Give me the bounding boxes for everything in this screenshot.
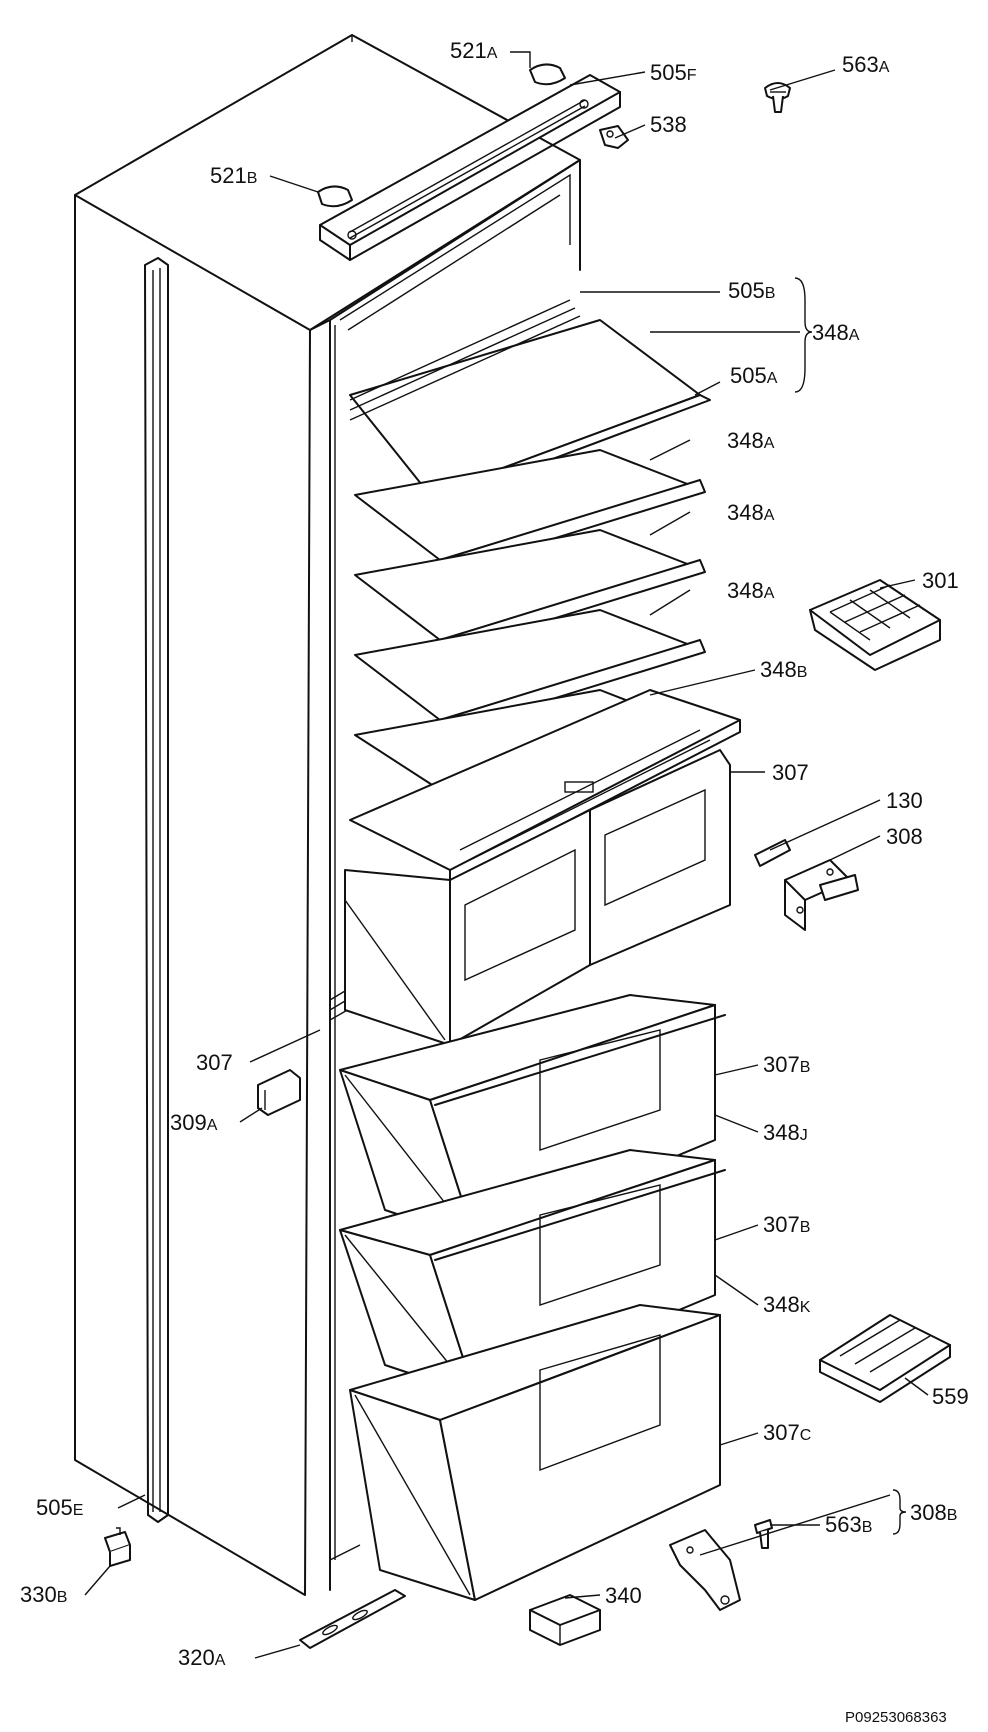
label-308B: 308B — [910, 1500, 957, 1525]
label-307-left: 307 — [196, 1050, 233, 1075]
drawing-code: P09253068363 — [845, 1709, 947, 1726]
label-538: 538 — [650, 112, 687, 137]
screw-563B — [754, 1519, 773, 1549]
label-340: 340 — [605, 1583, 642, 1608]
rail-320A — [299, 1589, 406, 1649]
label-559: 559 — [932, 1384, 969, 1409]
clip-309A — [257, 1069, 301, 1116]
label-505E: 505E — [36, 1495, 83, 1520]
hinge-308 — [784, 859, 859, 931]
screw-563A — [764, 82, 791, 113]
ice-tray-301 — [809, 579, 941, 671]
leader-lines — [84, 51, 929, 1659]
label-505F: 505F — [650, 60, 697, 85]
top-rail-505F — [319, 74, 621, 261]
drawer-307-upper — [344, 749, 731, 1046]
label-309A: 309A — [170, 1110, 218, 1135]
label-348K: 348K — [763, 1292, 811, 1317]
label-308: 308 — [886, 824, 923, 849]
label-307B-2: 307B — [763, 1212, 810, 1237]
label-307-top: 307 — [772, 760, 809, 785]
foot-330B — [104, 1527, 131, 1567]
drawer-307B-middle — [339, 1149, 726, 1396]
label-521B: 521B — [210, 163, 257, 188]
label-348A-2: 348A — [727, 500, 775, 525]
label-348B: 348B — [760, 657, 807, 682]
label-521A: 521A — [450, 38, 498, 63]
label-563B: 563B — [825, 1512, 872, 1537]
label-330B: 330B — [20, 1582, 67, 1607]
label-563A: 563A — [842, 52, 890, 77]
cabinet-body — [74, 34, 581, 1596]
block-340 — [529, 1594, 601, 1646]
label-348J: 348J — [763, 1120, 808, 1145]
label-130: 130 — [886, 788, 923, 813]
label-505B: 505B — [728, 278, 775, 303]
hinge-cover-521A — [529, 63, 566, 86]
label-301: 301 — [922, 568, 959, 593]
label-348A-1: 348A — [727, 428, 775, 453]
label-307C: 307C — [763, 1420, 811, 1445]
door-seal-505E — [144, 257, 169, 1523]
label-348A-group: 348A — [812, 320, 860, 345]
part-130 — [754, 839, 791, 867]
label-320A: 320A — [178, 1645, 226, 1670]
drawer-307C — [349, 1304, 721, 1601]
label-348A-3: 348A — [727, 578, 775, 603]
label-307B-1: 307B — [763, 1052, 810, 1077]
drawer-307B-upper — [339, 994, 726, 1241]
tray-559 — [819, 1314, 951, 1403]
label-505A: 505A — [730, 363, 778, 388]
hinge-cover-521B — [317, 185, 353, 208]
hinge-308B — [669, 1529, 741, 1611]
bracket-538 — [599, 125, 629, 149]
